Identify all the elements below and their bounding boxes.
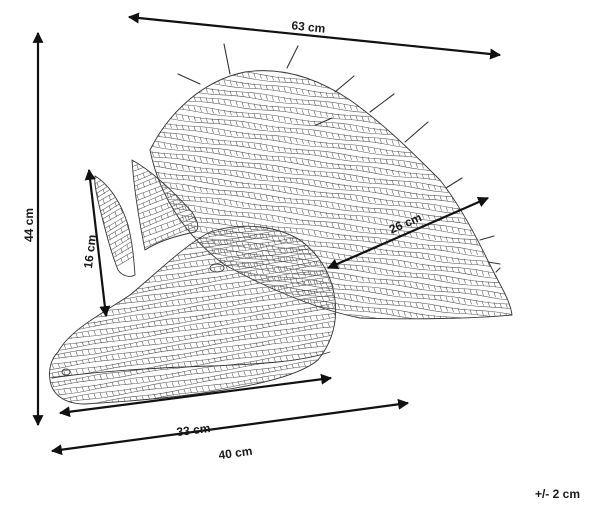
- total-length-label: 63 cm: [291, 18, 326, 35]
- head-length-label: 33 cm: [176, 421, 212, 439]
- dinosaur-head-illustration: [49, 43, 513, 405]
- dimension-labels: 63 cm 44 cm 16 cm 26 cm 33 cm 40 cm: [22, 18, 424, 462]
- tolerance-note: +/- 2 cm: [534, 487, 580, 501]
- nostril: [61, 368, 71, 376]
- total-length-line: [127, 12, 502, 60]
- frill-spikes: [177, 43, 501, 273]
- base-length-label: 40 cm: [218, 444, 254, 462]
- base-length-line: [50, 398, 410, 456]
- horn-height-line: [84, 168, 111, 318]
- frill: [149, 70, 513, 320]
- eye: [209, 263, 225, 273]
- frill-depth-line: [326, 196, 490, 270]
- total-height-label: 44 cm: [22, 208, 36, 242]
- dimension-lines: [32, 12, 502, 456]
- horn-height-label: 16 cm: [81, 234, 99, 269]
